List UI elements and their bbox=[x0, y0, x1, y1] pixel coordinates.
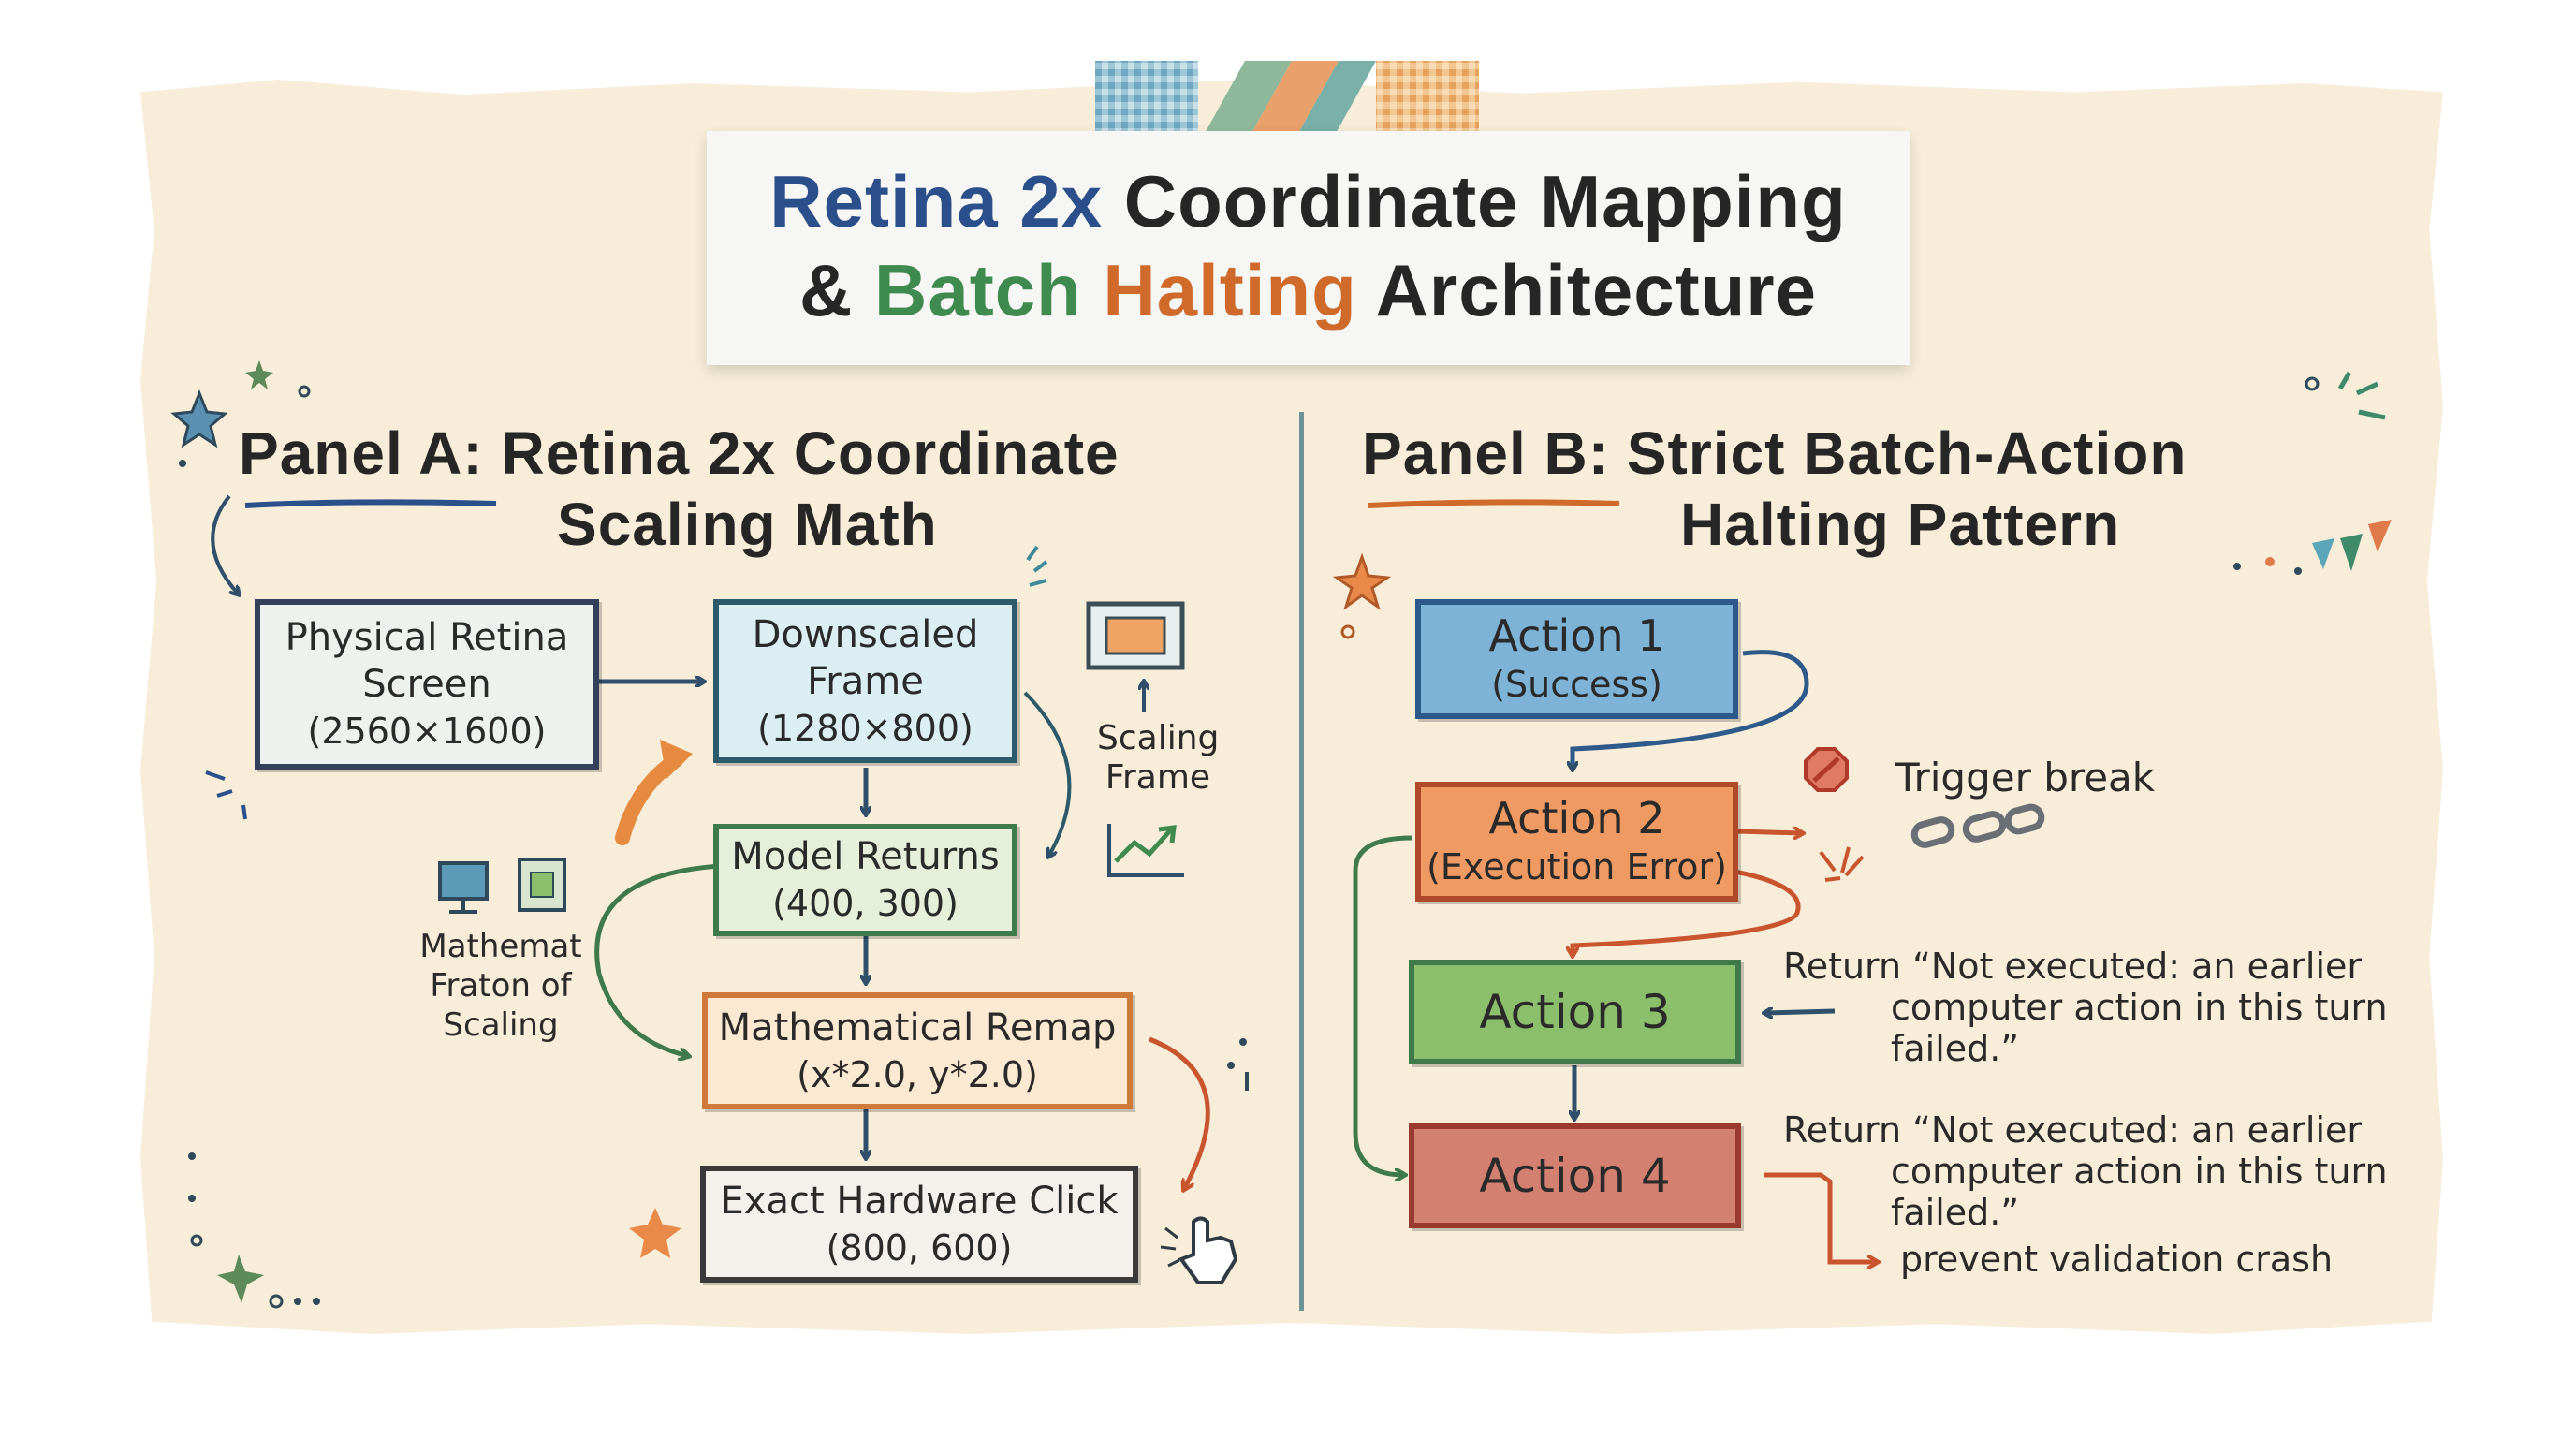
title-halting: Halting bbox=[1103, 249, 1357, 331]
remap-line1: Mathematical Remap bbox=[718, 1005, 1117, 1049]
downscaled-line1: Downscaled bbox=[752, 612, 979, 656]
action-3-box: Action 3 bbox=[1409, 960, 1741, 1064]
side-note-line1: Mathemat bbox=[419, 928, 582, 965]
action-4-box: Action 4 bbox=[1409, 1123, 1741, 1228]
side-note-line2: Fraton of bbox=[430, 967, 572, 1005]
panel-b-heading: Panel B: Strict Batch-Action bbox=[1362, 418, 2187, 488]
physical-line1: Physical Retina bbox=[285, 616, 569, 659]
downscaled-line2: Frame bbox=[807, 659, 924, 703]
return-message-action4: Return “Not executed: an earlier compute… bbox=[1783, 1109, 2388, 1280]
title-card: Retina 2x Coordinate Mapping & Batch Hal… bbox=[707, 131, 1910, 365]
panel-a-label: Panel A bbox=[239, 419, 463, 487]
title-line-1: Retina 2x Coordinate Mapping bbox=[707, 157, 1910, 246]
mathematical-remap-box: Mathematical Remap (x*2.0, y*2.0) bbox=[702, 992, 1133, 1109]
side-note-line3: Scaling bbox=[443, 1006, 559, 1044]
title-architecture: Architecture bbox=[1375, 249, 1817, 331]
panel-b-heading-line2: Halting Pattern bbox=[1680, 491, 2121, 558]
model-line1: Model Returns bbox=[731, 835, 1000, 878]
panel-a-heading-line2: Scaling Math bbox=[557, 491, 938, 558]
panel-a-heading: Panel A: Retina 2x Coordinate bbox=[239, 418, 1120, 488]
title-line-2: & Batch Halting Architecture bbox=[707, 246, 1910, 335]
scaling-frame-label: Scaling Frame bbox=[1097, 719, 1219, 798]
action-2-box: Action 2 (Execution Error) bbox=[1415, 782, 1738, 902]
return-message-action3: Return “Not executed: an earlier compute… bbox=[1783, 946, 2388, 1069]
model-returns-box: Model Returns (400, 300) bbox=[713, 824, 1017, 936]
action2-line2: (Execution Error) bbox=[1427, 846, 1727, 888]
return-b-line3: failed.” bbox=[1891, 1192, 2020, 1233]
return-b-line2: computer action in this turn bbox=[1891, 1151, 2388, 1192]
physical-line3: (2560×1600) bbox=[307, 711, 547, 752]
exact-hardware-click-box: Exact Hardware Click (800, 600) bbox=[700, 1166, 1138, 1283]
action1-line2: (Success) bbox=[1491, 664, 1662, 705]
return-a-line1: Return “Not executed: an earlier bbox=[1783, 946, 2363, 987]
title-coordinate-mapping: Coordinate Mapping bbox=[1123, 160, 1847, 242]
panel-b-label: Panel B bbox=[1362, 419, 1588, 487]
action1-line1: Action 1 bbox=[1488, 610, 1665, 661]
return-b-line1: Return “Not executed: an earlier bbox=[1783, 1109, 2363, 1151]
return-b-line4: prevent validation crash bbox=[1900, 1239, 2334, 1280]
physical-retina-screen-box: Physical Retina Screen (2560×1600) bbox=[255, 599, 599, 770]
panel-divider bbox=[1299, 412, 1304, 1311]
title-retina: Retina 2x bbox=[769, 160, 1104, 242]
panel-b-heading-line1: : Strict Batch-Action bbox=[1588, 419, 2188, 487]
return-a-line3: failed.” bbox=[1891, 1028, 2020, 1069]
panel-a-heading-line1: : Retina 2x Coordinate bbox=[462, 419, 1120, 487]
model-line2: (400, 300) bbox=[772, 883, 959, 924]
physical-line2: Screen bbox=[362, 663, 491, 706]
title-ampersand: & bbox=[799, 249, 854, 331]
action4-line1: Action 4 bbox=[1479, 1149, 1671, 1203]
scaling-frame-line1: Scaling bbox=[1097, 719, 1220, 757]
action3-line1: Action 3 bbox=[1479, 985, 1671, 1039]
action-1-box: Action 1 (Success) bbox=[1415, 599, 1738, 719]
trigger-break-label: Trigger break bbox=[1895, 755, 2156, 800]
title-batch: Batch bbox=[874, 249, 1082, 331]
click-line2: (800, 600) bbox=[826, 1226, 1013, 1269]
panel-a-underline bbox=[244, 499, 497, 508]
click-line1: Exact Hardware Click bbox=[720, 1179, 1119, 1223]
return-a-line2: computer action in this turn bbox=[1891, 987, 2388, 1028]
side-note-scaling: Mathemat Fraton of Scaling bbox=[412, 927, 590, 1045]
downscaled-frame-box: Downscaled Frame (1280×800) bbox=[713, 599, 1017, 763]
remap-line2: (x*2.0, y*2.0) bbox=[797, 1053, 1038, 1095]
action2-line1: Action 2 bbox=[1488, 793, 1665, 844]
panel-b-underline bbox=[1368, 499, 1620, 508]
scaling-frame-line2: Frame bbox=[1105, 758, 1211, 797]
downscaled-line3: (1280×800) bbox=[757, 707, 973, 749]
